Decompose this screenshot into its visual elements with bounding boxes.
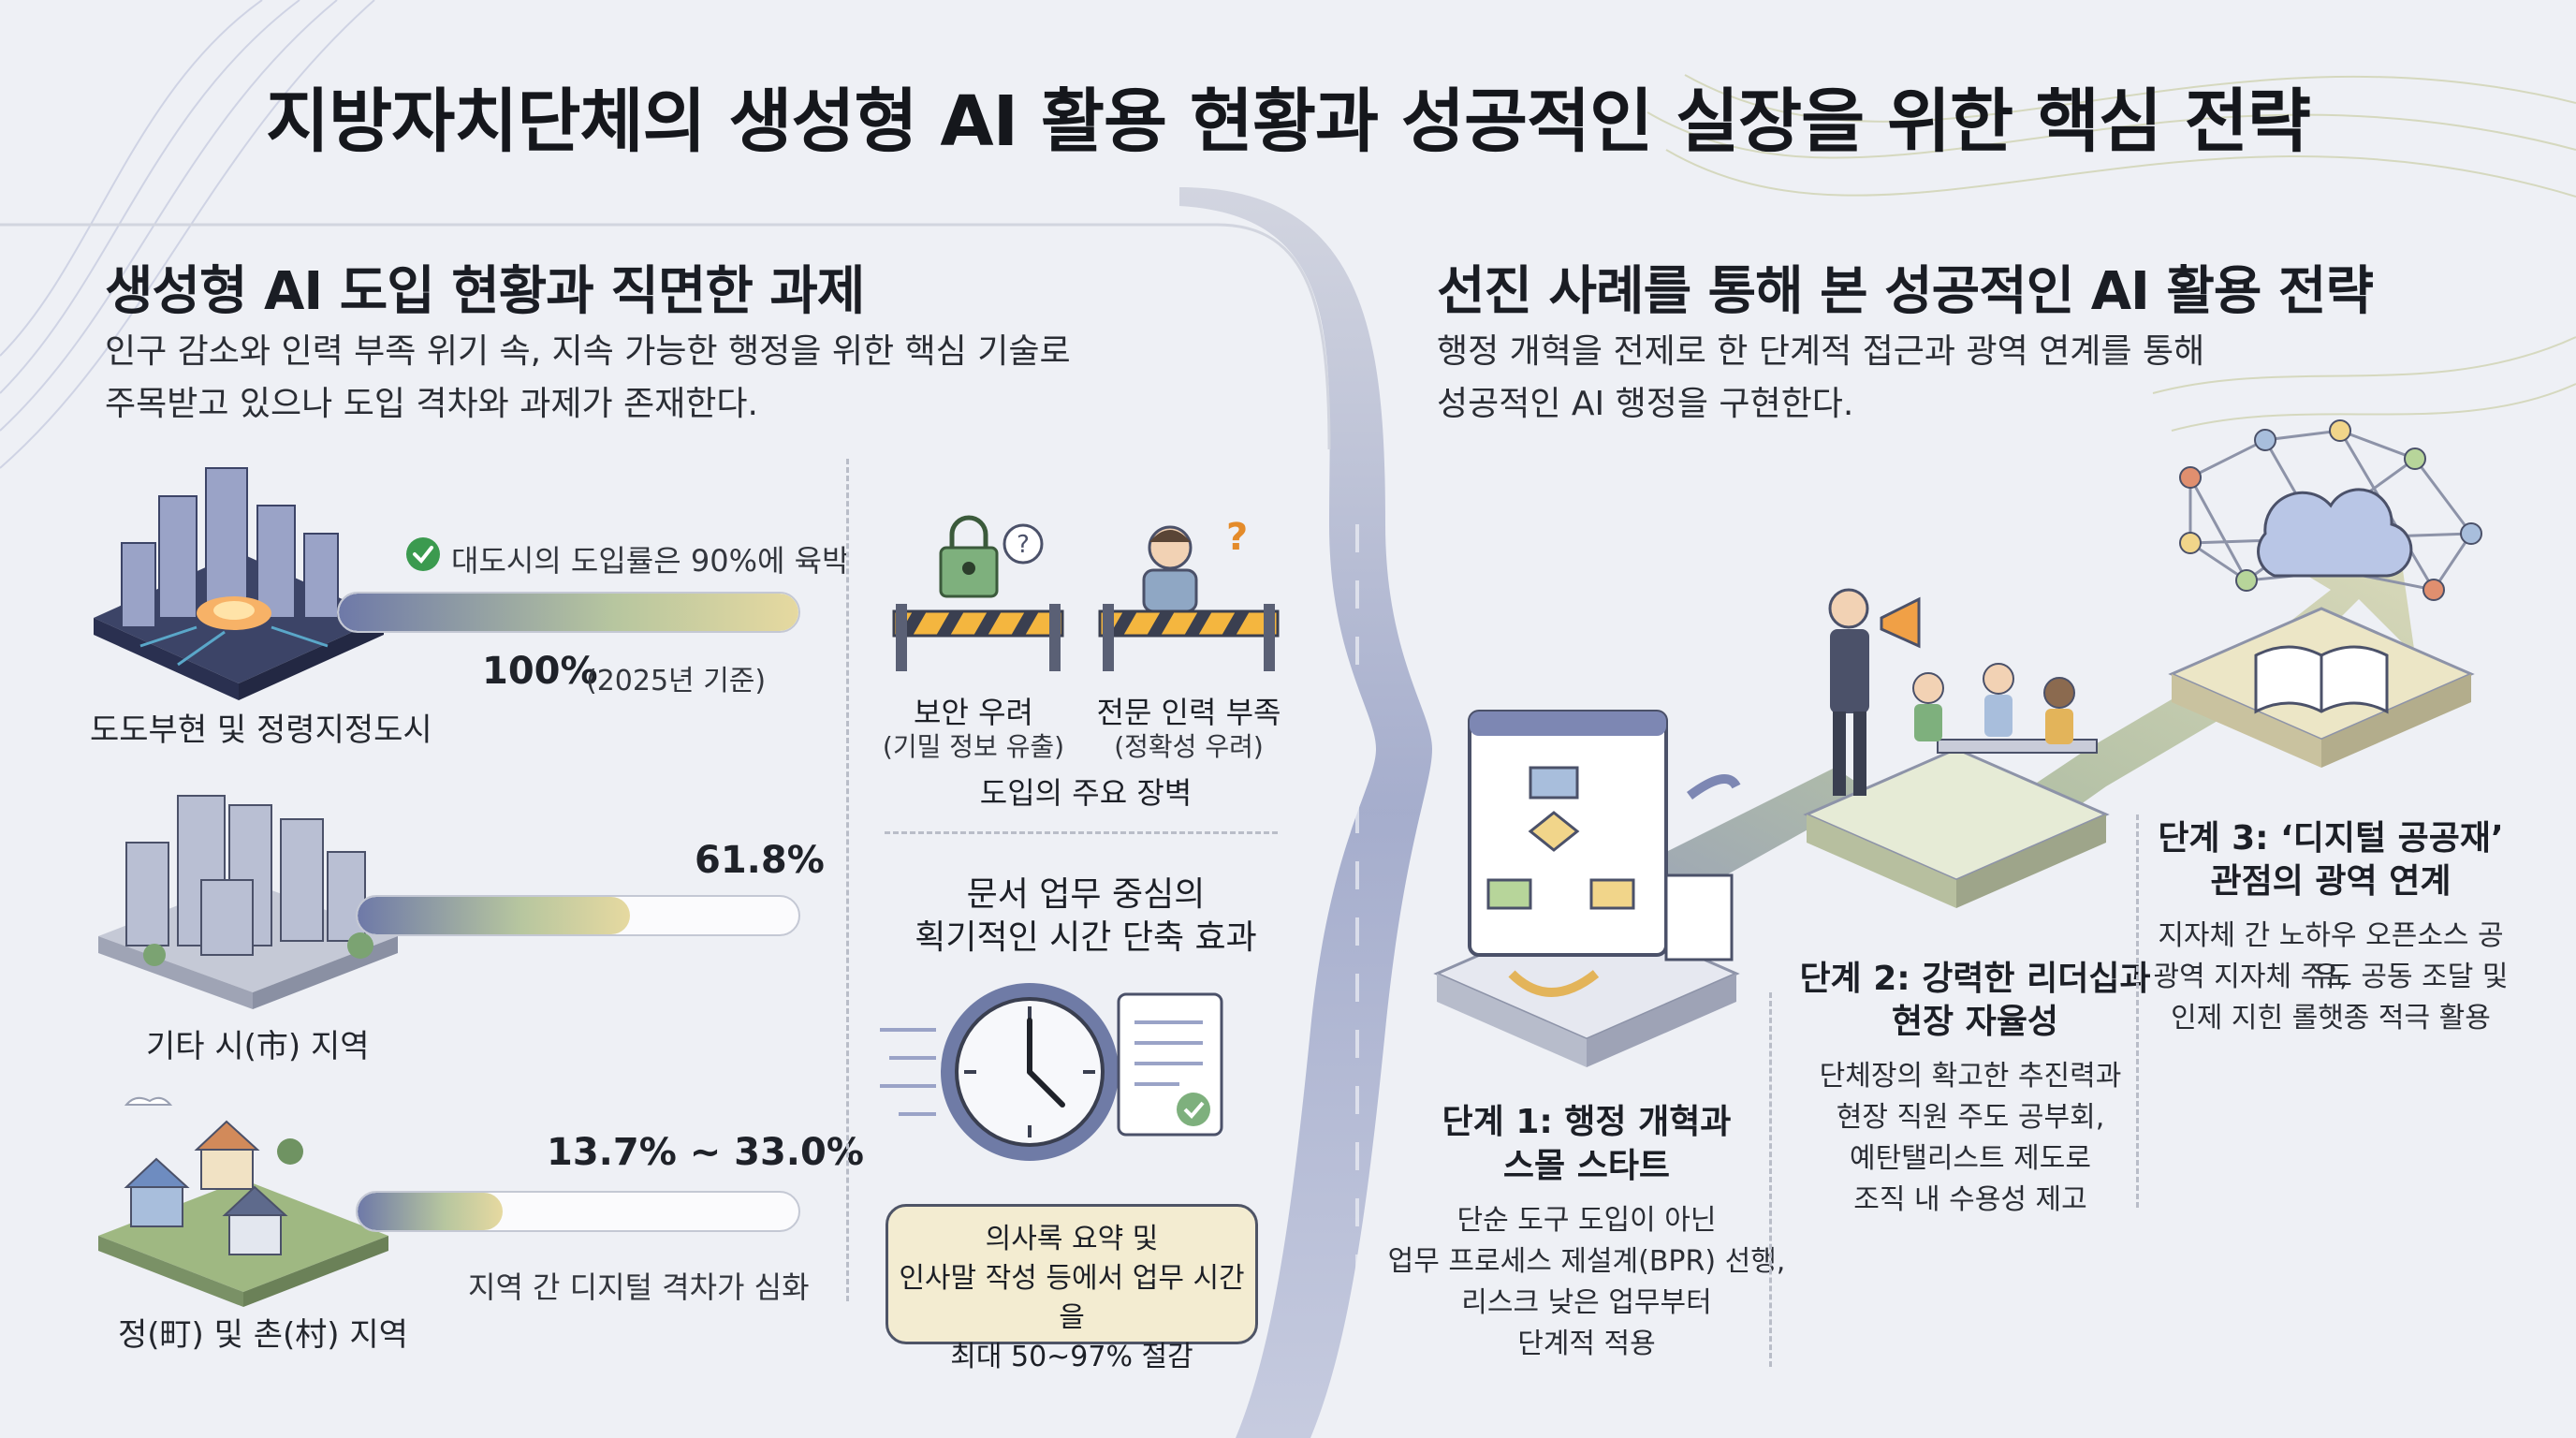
step2-desc-4: 조직 내 수용성 제고 — [1853, 1183, 2087, 1216]
step2-desc-2: 현장 직원 주도 공부회, — [1836, 1101, 2105, 1134]
check-circle-icon — [406, 537, 440, 571]
right-lead-line1: 행정 개혁을 전제로 한 단계적 접근과 광역 연계를 통해 — [1437, 332, 2205, 371]
tier2-bar-fill — [358, 897, 631, 934]
tier1-note: (2025년 기준) — [586, 665, 767, 697]
smart-city-icon — [94, 467, 384, 700]
step1-title-line1: 단계 1: 행정 개혁과 — [1442, 1103, 1732, 1141]
step1-desc-3: 리스크 낮은 업무부터 — [1461, 1286, 1712, 1319]
left-heading: 생성형 AI 도입 현황과 직면한 과제 — [105, 261, 865, 322]
left-lead-line1: 인구 감소와 인력 부족 위기 속, 지속 가능한 행정을 위한 핵심 기술로 — [105, 332, 1071, 371]
barriers-caption: 도입의 주요 장벽 — [979, 775, 1193, 811]
tier3-name: 정(町) 및 촌(村) 지역 — [118, 1316, 408, 1354]
step2-title-line2: 현장 자율성 — [1891, 1003, 2059, 1041]
tier3-caption: 지역 간 디지털 격차가 심화 — [468, 1269, 810, 1305]
effect-title-line1: 문서 업무 중심의 — [966, 875, 1206, 914]
barrier1-label: 보안 우려 — [914, 695, 1033, 730]
tier1-value: 100% — [482, 650, 598, 693]
barrier2-label: 전문 인력 부족 — [1096, 695, 1281, 730]
bpr-process-icon — [1433, 710, 1741, 1067]
step1-desc-1: 단순 도구 도입이 아닌 — [1456, 1204, 1717, 1237]
leadership-team-icon — [1803, 588, 2110, 908]
tier2-bar — [356, 895, 800, 936]
step1-title-line2: 스몰 스타트 — [1502, 1147, 1671, 1185]
step1-desc-2: 업무 프로세스 제설계(BPR) 선행, — [1387, 1245, 1786, 1278]
left-divider — [846, 459, 849, 1301]
barrier1-sub: (기밀 정보 유출) — [882, 731, 1065, 762]
security-barrier-icon: ? — [892, 515, 1064, 671]
svg-text:?: ? — [1017, 531, 1030, 559]
tier1-name: 도도부현 및 정령지정도시 — [90, 712, 432, 749]
step2-desc-3: 예탄탤리스트 제도로 — [1850, 1142, 2091, 1175]
worker-barrier-icon: ? — [1098, 516, 1280, 671]
effect-title-line2: 획기적인 시간 단축 효과 — [915, 918, 1257, 957]
right-lead-line2: 성공적인 AI 행정을 구현한다. — [1437, 385, 1854, 423]
step-divider-1 — [1769, 992, 1772, 1367]
tier1-bar-fill — [339, 594, 798, 631]
right-heading: 선진 사례를 통해 본 성공적인 AI 활용 전략 — [1437, 261, 2374, 322]
step3-desc-2: 광역 지자체 주도 공동 조달 및 — [2153, 961, 2509, 993]
step-divider-2 — [2136, 814, 2139, 1208]
page-title: 지방자치단체의 생성형 AI 활용 현황과 성공적인 실장을 위한 핵심 전략 — [266, 81, 2311, 162]
left-lead-line2: 주목받고 있으나 도입 격차와 과제가 존재한다. — [105, 385, 758, 423]
tier3-value: 13.7% ~ 33.0% — [547, 1131, 864, 1174]
tier2-name: 기타 시(市) 지역 — [146, 1028, 370, 1065]
barrier2-sub: (정확성 우려) — [1114, 731, 1264, 762]
step2-title-line1: 단계 2: 강력한 리더십과 — [1799, 960, 2151, 998]
effect-callout-line3: 최대 50~97% 절감 — [950, 1341, 1193, 1373]
svg-text:?: ? — [1226, 516, 1248, 559]
step3-title-line1: 단계 3: ‘디지털 공공재’ — [2158, 819, 2504, 858]
village-houses-icon — [98, 1096, 388, 1307]
barriers-divider — [885, 831, 1278, 834]
effect-callout-line1: 의사록 요약 및 — [985, 1223, 1159, 1255]
effect-callout: 의사록 요약 및 인사말 작성 등에서 업무 시간을 최대 50~97% 절감 — [886, 1204, 1258, 1373]
network-cloud-icon — [2168, 419, 2482, 768]
clock-icon — [880, 983, 1223, 1161]
city-buildings-icon — [98, 795, 398, 1009]
tier3-bar-fill — [358, 1193, 504, 1230]
step3-desc-1: 지자체 간 노하우 오픈소스 공유, — [2158, 919, 2504, 993]
step2-desc-1: 단체장의 확고한 추진력과 — [1819, 1060, 2122, 1093]
tier1-bar — [337, 592, 800, 633]
step3-title-line2: 관점의 광역 연계 — [2210, 862, 2452, 901]
tier3-bar — [356, 1191, 800, 1232]
step1-desc-4: 단계적 적용 — [1517, 1328, 1656, 1360]
tier2-value: 61.8% — [695, 839, 825, 882]
tier1-badge: 대도시의 도입률은 90%에 육박 — [451, 543, 850, 579]
effect-callout-line2: 인사말 작성 등에서 업무 시간을 — [899, 1262, 1245, 1334]
step3-desc-3: 인제 지힌 롤햇종 적극 활용 — [2171, 1002, 2491, 1034]
